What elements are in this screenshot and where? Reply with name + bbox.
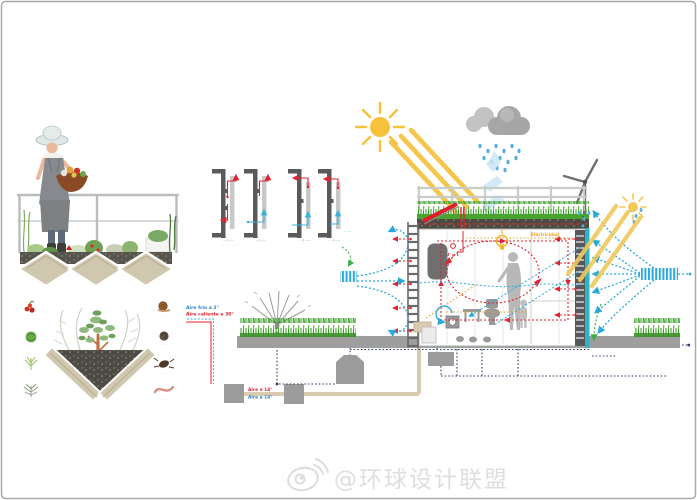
fauna-label: ······ [162,398,167,401]
wall-detail-2: · ·· / ····· [244,169,272,243]
rooftop-garden-scene [16,125,180,288]
airflow-cyan [356,209,690,337]
wall-detail-4-label: · ·· / ····· [328,239,340,243]
wall-detail-1-label: · ·· / ····· [222,239,234,243]
greywater-arrow [590,303,602,342]
fauna-label: ······ [162,343,167,346]
cistern-tank [336,355,364,384]
wall-detail-1: · ·· / ····· ····· ····· ····· [212,169,240,247]
wall-section-details: · ·· / ····· ····· ····· ····· · ·· / ··… [212,169,342,247]
hot-air-label: Aire caliente a 30° [186,312,234,318]
left-grass [240,318,356,337]
electricity-network: Electricidad [425,232,572,319]
fern-backdrop [53,307,141,353]
gardener-figure [35,125,88,253]
cold-air-hatch-left [340,271,357,282]
solar-beams-right [565,203,643,289]
duct-cold-label: Aire a 14° [248,395,272,401]
green-roof [417,201,589,229]
right-grass [634,318,680,337]
fauna-label: ······ [162,314,167,317]
shower-icon [447,243,459,257]
underground-system: Aire a 14° Aire a 14° [224,332,691,404]
duct-hot-label: Aire a 14° [248,387,272,393]
wall-detail-4: · ·· / ····· [318,169,342,243]
crop-label: ······ [29,344,34,347]
underfloor-unit [428,352,454,366]
cabinet [421,326,437,344]
occupant-child [520,299,527,328]
fauna-icons-column: ······ ······ ······ ······ [153,301,175,401]
raindrops [478,143,521,173]
zigzag-planters [16,250,176,288]
herb-icon [24,356,38,370]
cold-air-label: Aire frío a 2° [186,304,219,311]
earthworm-icon [153,385,175,394]
occupant-adult [497,252,522,330]
dark-snail-icon [159,331,169,341]
hot-air-pipe [186,321,212,384]
wall-detail-3: · ·· / ····· [288,169,312,243]
snail-icon [157,301,171,312]
sink-table [463,309,481,322]
heat-exchanger-box-b [284,384,304,404]
crop-label: ······ [29,372,34,375]
wall-detail-1-sublabel: ····· ····· ····· [220,243,235,247]
wall-detail-3-label: · ·· / ····· [298,239,310,243]
watermark: @环球设计联盟 [287,458,509,493]
sun-icon [354,101,406,153]
air-legend: Aire frío a 2° Aire caliente a 30° [186,304,234,384]
beetle-icon [153,357,175,369]
rain-cloud-icon [466,106,530,135]
weibo-icon [287,458,329,492]
heat-exchanger-box-a [224,384,244,403]
wall-detail-2-label: · ·· / ····· [254,239,266,243]
teal-water-strip [585,228,590,348]
cardinal-bird [66,245,72,250]
face [46,142,58,154]
cold-air-pipe [187,318,214,384]
air-recirculation-arrow [435,305,453,326]
water-column [482,150,512,229]
water-tank [426,242,449,281]
washing-machine [445,315,460,329]
crop-label: ······ [29,399,34,402]
fennel-icon [23,383,39,397]
electricity-label: Electricidad [531,232,559,237]
lettuce-icon [25,331,37,343]
floor-stools [456,336,491,343]
watermark-text: @环球设计联盟 [334,467,509,493]
fauna-label: ······ [162,372,167,375]
cold-air-hatch-right [641,268,678,280]
crop-icons-column: ······ ······ ······ ······ [23,300,39,402]
crop-label: ······ [29,316,34,319]
vegetable-basket [56,166,88,192]
main-section-diagram: Electricidad ·· ···· [340,101,692,348]
planter-section-detail: ······ ······ ······ ······ ······ [23,300,175,403]
solar-collector [422,202,465,231]
left-flow-note: ·· ···· [344,230,351,234]
earth-duct [244,348,421,396]
tomatoes-icon [24,300,35,313]
